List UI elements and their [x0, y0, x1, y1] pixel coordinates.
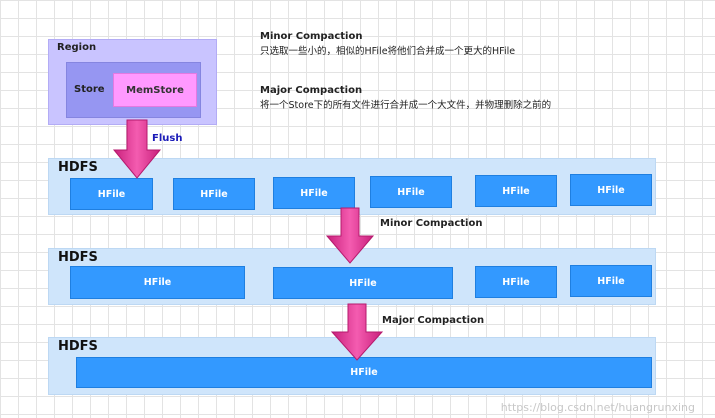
watermark: https://blog.csdn.net/huangrunxing [500, 401, 695, 414]
minor-compaction-note-title: Minor Compaction [260, 31, 363, 42]
hfile: HFile [76, 357, 652, 388]
hfile: HFile [475, 266, 557, 298]
hfile: HFile [70, 266, 245, 299]
hfile: HFile [475, 175, 557, 207]
memstore-box: MemStore [113, 73, 197, 107]
hfile: HFile [273, 177, 355, 209]
major-compaction-note-title: Major Compaction [260, 85, 363, 96]
hdfs-block-2-label: HDFS [58, 250, 98, 265]
flush-arrow-icon [112, 119, 162, 179]
major-compaction-label: Major Compaction [382, 315, 485, 326]
hfile: HFile [173, 178, 255, 210]
hfile: HFile [570, 174, 652, 206]
major-compaction-note-text: 将一个Store下的所有文件进行合并成一个大文件，并物理删除之前的 [260, 100, 552, 111]
hfile: HFile [273, 267, 453, 299]
minor-compaction-arrow-icon [325, 207, 375, 264]
major-compaction-arrow-icon [330, 303, 384, 361]
hfile: HFile [370, 176, 452, 208]
store-label: Store [74, 84, 105, 95]
hdfs-block-1-label: HDFS [58, 160, 98, 175]
hdfs-block-3-label: HDFS [58, 339, 98, 354]
minor-compaction-note-text: 只选取一些小的，相似的HFile将他们合并成一个更大的HFile [260, 46, 516, 57]
flush-label: Flush [152, 133, 183, 144]
minor-compaction-label: Minor Compaction [380, 218, 483, 229]
hfile: HFile [70, 178, 153, 210]
hfile: HFile [570, 265, 652, 297]
region-label: Region [57, 42, 97, 53]
